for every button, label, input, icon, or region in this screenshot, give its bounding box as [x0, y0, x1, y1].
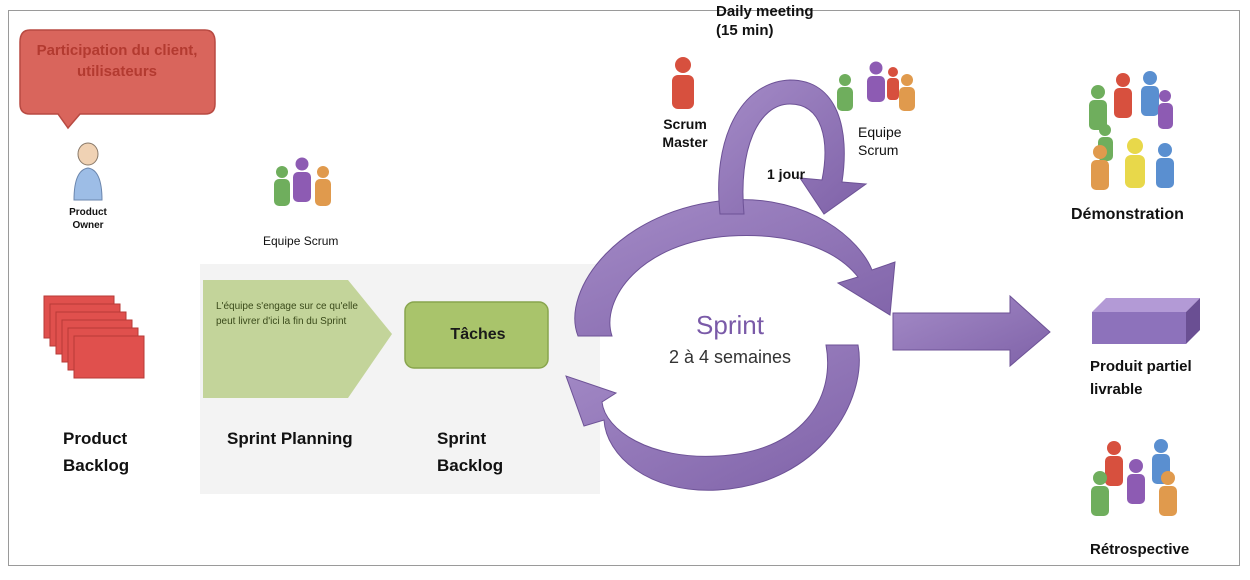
sprint-cycle-arrows	[565, 199, 896, 491]
product-owner-label-line2: Owner	[72, 219, 104, 231]
sprint-backlog-label: Sprint Backlog	[437, 428, 503, 477]
daily-team-icon	[837, 61, 915, 111]
daily-team-line1: Equipe	[858, 124, 902, 140]
product-backlog-line1: Product	[63, 429, 128, 448]
sprint-duration: 2 à 4 semaines	[668, 347, 792, 367]
product-partial-label: Produit partiel livrable	[1090, 358, 1192, 400]
product-backlog-label: Product Backlog	[63, 428, 129, 477]
demo-crowd-icon	[1089, 71, 1174, 190]
product-backlog-stack	[43, 295, 145, 379]
sprint-planning-label: Sprint Planning	[227, 429, 353, 448]
scrum-master-line2: Master	[662, 133, 708, 150]
scrum-master-line1: Scrum	[663, 116, 707, 132]
sprint-backlog-line2: Backlog	[437, 456, 504, 476]
retro-label: Rétrospective	[1090, 541, 1190, 558]
one-day-label: 1 jour	[767, 166, 806, 182]
team-left-label: Equipe Scrum	[263, 234, 339, 248]
daily-meeting-title: Daily meeting (15 min)	[716, 3, 814, 41]
product-owner-label: Product Owner	[62, 207, 114, 232]
delivery-arrow	[892, 294, 1051, 368]
demo-label: Démonstration	[1071, 206, 1184, 223]
product-box-icon	[1092, 298, 1200, 344]
client-callout-bubble	[19, 29, 216, 130]
sprint-title: Sprint	[696, 310, 764, 340]
taches-box	[404, 301, 549, 369]
diagram-frame	[8, 10, 1240, 566]
planning-commit-text: L'équipe s'engage sur ce qu'elle peut li…	[216, 301, 358, 327]
scrum-master-label: Scrum Master	[660, 116, 710, 151]
daily-team-label: Equipe Scrum	[858, 124, 902, 159]
sprint-backlog-line1: Sprint	[437, 429, 487, 448]
retro-crowd-icon	[1091, 439, 1177, 516]
daily-meeting-title-line1: Daily meeting	[716, 3, 814, 20]
daily-meeting-title-line2: (15 min)	[716, 21, 774, 39]
taches-label: Tâches	[450, 326, 506, 343]
product-owner-icon	[73, 142, 103, 201]
team-left-icon	[274, 157, 331, 206]
daily-team-line2: Scrum	[858, 141, 899, 158]
planning-commit-chevron	[203, 280, 392, 398]
product-owner-label-line1: Product	[69, 207, 107, 218]
product-partial-line1: Produit partiel	[1090, 358, 1192, 375]
client-callout-text: Participation du client, utilisateurs	[36, 42, 198, 80]
product-partial-line2: livrable	[1090, 380, 1143, 398]
scrum-master-icon	[672, 57, 694, 109]
daily-loop-arrow	[718, 79, 868, 215]
product-backlog-line2: Backlog	[63, 456, 130, 476]
